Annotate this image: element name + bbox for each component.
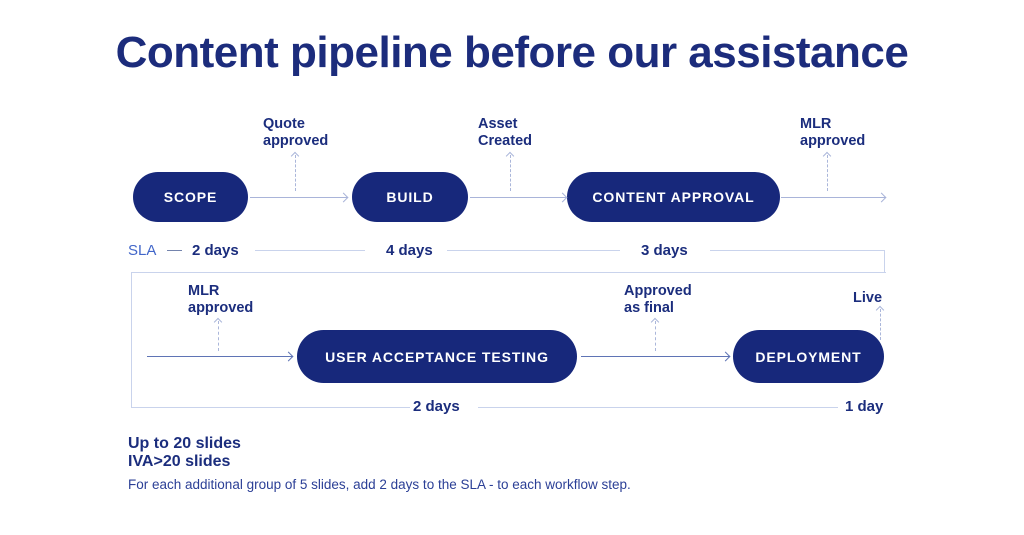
flow-arrow-icon (250, 197, 347, 198)
dashed-up-arrow-icon (880, 309, 881, 340)
duration-line (478, 407, 838, 408)
sla-dash (167, 250, 182, 251)
step-build: BUILD (352, 172, 468, 222)
sla-duration-build: 4 days (386, 242, 433, 259)
page-title: Content pipeline before our assistance (115, 28, 909, 77)
milestone-mlr-approved-row1: MLR approved (800, 116, 865, 150)
milestone-approved-as-final: Approved as final (624, 283, 692, 317)
dashed-up-arrow-icon (218, 321, 219, 351)
flow-arrow-icon (781, 197, 885, 198)
step-user-acceptance-testing: USER ACCEPTANCE TESTING (297, 330, 577, 383)
sla-duration-content-approval: 3 days (641, 242, 688, 259)
sla-duration-scope: 2 days (192, 242, 239, 259)
milestone-line: Approved (624, 283, 692, 299)
dashed-up-arrow-icon (510, 155, 511, 191)
milestone-line: approved (263, 133, 329, 150)
sla-wrap-connector (884, 250, 885, 272)
duration-line (131, 407, 410, 408)
flow-arrow-icon (470, 197, 566, 198)
flow-arrow-icon (581, 356, 729, 357)
milestone-line: Live (853, 290, 883, 306)
milestone-line: Asset (478, 116, 518, 132)
sla-label: SLA (128, 242, 157, 259)
milestone-mlr-approved-row2: MLR approved (188, 283, 253, 317)
milestone-line: Quote (263, 116, 305, 132)
sla-line (255, 250, 365, 251)
milestone-asset-created: Asset Created (478, 116, 532, 150)
milestone-line: MLR (800, 116, 832, 132)
footer-capacity-line2: IVA>20 slides (128, 453, 231, 470)
flow-arrow-icon (147, 356, 292, 357)
duration-deployment: 1 day (845, 398, 884, 415)
dashed-up-arrow-icon (655, 321, 656, 351)
milestone-live: Live (853, 290, 882, 307)
milestone-line: approved (800, 133, 866, 150)
row2-frame (131, 272, 886, 408)
milestone-line: approved (188, 300, 254, 317)
duration-uat: 2 days (413, 398, 460, 415)
step-scope: SCOPE (133, 172, 248, 222)
milestone-line: as final (624, 300, 674, 317)
sla-line (447, 250, 620, 251)
footer-note: For each additional group of 5 slides, a… (128, 477, 631, 492)
step-deployment: DEPLOYMENT (733, 330, 884, 383)
milestone-line: MLR (188, 283, 220, 299)
sla-line (710, 250, 885, 251)
milestone-quote-approved: Quote approved (263, 116, 328, 150)
dashed-up-arrow-icon (827, 155, 828, 191)
dashed-up-arrow-icon (295, 155, 296, 191)
footer-capacity-line1: Up to 20 slides (128, 435, 241, 452)
milestone-line: Created (478, 133, 532, 150)
step-content-approval: CONTENT APPROVAL (567, 172, 780, 222)
